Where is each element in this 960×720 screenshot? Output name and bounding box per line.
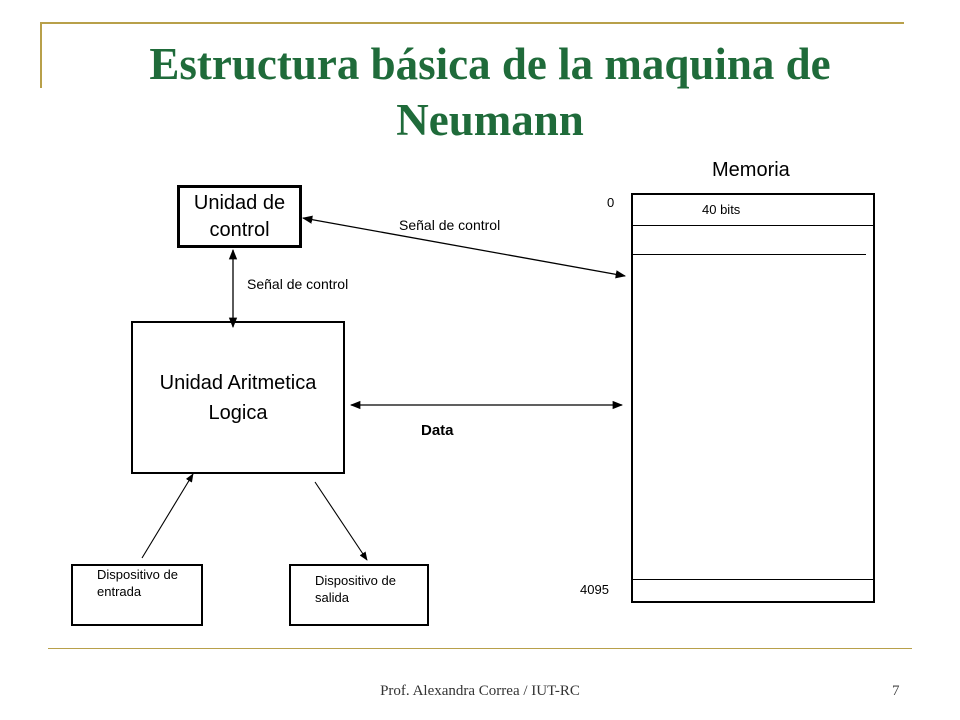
memory-row-divider	[633, 254, 866, 255]
input-to-alu-arrow	[141, 473, 194, 559]
alu-label: Unidad Aritmetica Logica	[159, 371, 317, 424]
alu-to-output-arrow	[314, 481, 368, 561]
memory-first-address: 0	[607, 195, 615, 210]
memory-row-divider	[633, 579, 873, 580]
memory-box	[631, 193, 875, 603]
memory-row-divider	[633, 225, 873, 226]
footer-author: Prof. Alexandra Correa / IUT-RC	[380, 683, 580, 699]
input-device-box: Dispositivo de entrada	[71, 564, 203, 626]
output-device-label: Dispositivo de salida	[315, 573, 396, 605]
slide-frame-bottom	[48, 648, 912, 649]
slide-frame-top	[40, 22, 904, 24]
control-unit-label: Unidad de control	[193, 191, 286, 241]
control-unit-box: Unidad de control	[177, 185, 302, 248]
signal-cu-alu-label: Señal de control	[247, 276, 349, 292]
cu-memory-arrow	[301, 215, 627, 279]
memory-last-address: 4095	[580, 582, 609, 597]
memory-label: Memoria	[712, 159, 790, 181]
slide-number: 7	[892, 683, 900, 699]
slide-title: Estructura básica de la maquina de Neuma…	[149, 39, 831, 145]
alu-box: Unidad Aritmetica Logica	[131, 321, 345, 474]
data-bus-label: Data	[421, 422, 454, 439]
slide-frame-left	[40, 22, 42, 88]
memory-word-size: 40 bits	[702, 202, 741, 217]
input-device-label: Dispositivo de entrada	[97, 567, 178, 599]
output-device-box: Dispositivo de salida	[289, 564, 429, 626]
